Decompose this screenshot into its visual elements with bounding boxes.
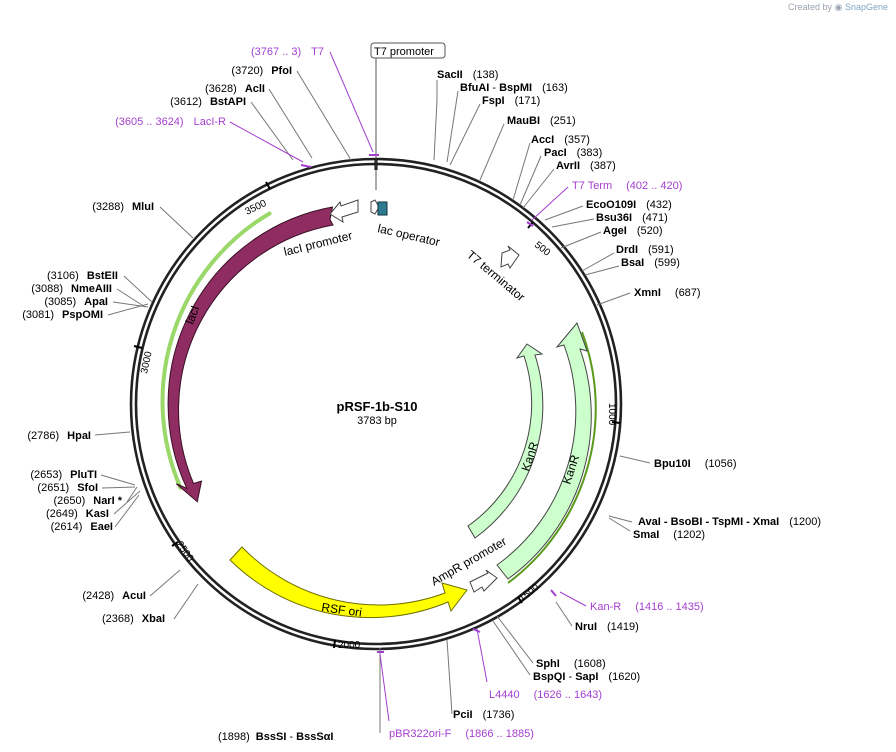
site-kasi[interactable]: (2649)KasI — [46, 508, 109, 520]
site-apai[interactable]: (3085)ApaI — [44, 296, 108, 308]
t7-terminator-arrow — [500, 245, 520, 269]
kanr-inner-label: KanR — [519, 440, 542, 473]
tick-label-3000: 3000 — [139, 350, 154, 374]
tick-label-2000: 2000 — [338, 640, 361, 651]
kanr-inner-arrow — [467, 343, 544, 539]
site-hpai[interactable]: (2786)HpaI — [27, 430, 91, 442]
site-xbai[interactable]: (2368)XbaI — [102, 613, 165, 625]
site-labels: SacII(138) BfuAI - BspMI(163) FspI(171) … — [218, 69, 821, 743]
kanr-inner-feature[interactable]: KanR — [467, 343, 544, 539]
site-leaders — [94, 70, 651, 733]
site-avrii[interactable]: AvrII(387) — [556, 160, 616, 172]
site-pcii[interactable]: PciI(1736) — [453, 709, 514, 721]
site-acli[interactable]: (3628)AclI — [205, 83, 265, 95]
primer-laci-r[interactable]: (3605 .. 3624)LacI-R — [115, 116, 226, 128]
site-pfoi[interactable]: (3720)PfoI — [231, 65, 292, 77]
lac-operator-feature[interactable]: lac operator — [370, 199, 441, 249]
laci-orf-track — [160, 211, 272, 490]
site-bsai[interactable]: BsaI(599) — [621, 257, 680, 269]
site-ecoo109i[interactable]: EcoO109I(432) — [586, 199, 672, 211]
site-bsteii[interactable]: (3106)BstEII — [47, 270, 118, 282]
primer-t7-term[interactable]: T7 Term(402 .. 420) — [572, 180, 682, 192]
ampr-promoter-arrow — [469, 569, 498, 593]
site-fspi[interactable]: FspI(171) — [482, 95, 540, 107]
site-bsssi[interactable]: (1898)BssSI - BssSαI — [218, 731, 334, 743]
kanr-outer-arrow — [496, 322, 592, 580]
primer-labels: (3767 .. 3)T7 (3605 .. 3624)LacI-R T7 Te… — [115, 46, 704, 740]
ampr-promoter-feature[interactable]: AmpR promoter — [429, 534, 509, 593]
rsf-ori-label: RSF ori — [321, 600, 363, 620]
site-nrui[interactable]: NruI(1419) — [575, 621, 639, 633]
site-pluti[interactable]: (2653)PluTI — [30, 469, 97, 481]
site-bfuai[interactable]: BfuAI - BspMI(163) — [460, 82, 568, 94]
tick-label-2500: 2500 — [174, 539, 196, 564]
site-psppomi[interactable]: (3081)PspOMI — [22, 309, 103, 321]
laci-promoter-arrow — [329, 199, 359, 224]
ampr-promoter-label: AmpR promoter — [429, 534, 509, 588]
primer-leaders — [229, 51, 587, 722]
site-nari[interactable]: (2650)NarI * — [53, 495, 122, 507]
site-bstapi[interactable]: (3612)BstAPI — [170, 96, 246, 108]
site-drdi[interactable]: DrdI(591) — [616, 244, 674, 256]
kanr-orf-track — [507, 331, 597, 584]
kanr-outer-feature[interactable]: KanR — [496, 322, 597, 584]
site-nmeaiii[interactable]: (3088)NmeAIII — [31, 283, 112, 295]
site-paci[interactable]: PacI(383) — [544, 147, 602, 159]
plasmid-length: 3783 bp — [357, 415, 397, 427]
site-bspqi[interactable]: BspQI - SapI(1620) — [533, 671, 640, 683]
site-bsu36i[interactable]: Bsu36I(471) — [596, 212, 668, 224]
site-acui[interactable]: (2428)AcuI — [82, 590, 146, 602]
site-sphi[interactable]: SphI(1608) — [536, 658, 606, 670]
lac-operator-label: lac operator — [376, 221, 441, 249]
site-agei[interactable]: AgeI(520) — [603, 225, 663, 237]
site-sfoi[interactable]: (2651)SfoI — [37, 482, 98, 494]
snapgene-logo-icon: ◉ — [834, 2, 843, 12]
site-eaei[interactable]: (2614)EaeI — [51, 521, 113, 533]
t7-terminator-feature[interactable]: T7 terminator — [464, 245, 528, 304]
tick-mark-2500 — [171, 541, 179, 547]
laci-label: lacI — [183, 304, 203, 326]
rsf-ori-feature[interactable]: RSF ori — [229, 546, 468, 620]
primer-l4440[interactable]: L4440(1626 .. 1643) — [489, 689, 602, 701]
credit-prefix: Created by — [788, 2, 833, 12]
plasmid-name: pRSF-1b-S10 — [337, 399, 418, 414]
site-maubi[interactable]: MauBI(251) — [507, 115, 576, 127]
t7-promoter-label: T7 promoter — [374, 46, 434, 58]
laci-feature[interactable]: lacI — [160, 206, 334, 503]
primer-kan-r[interactable]: Kan-R(1416 .. 1435) — [590, 601, 704, 613]
lac-operator-box — [377, 201, 388, 216]
laci-arrow — [167, 206, 334, 503]
tick-label-1500: 1500 — [517, 582, 542, 605]
t7-promoter-arrow — [370, 199, 380, 215]
t7-promoter-callout[interactable]: T7 promoter — [370, 42, 446, 190]
tick-label-500: 500 — [532, 240, 552, 259]
site-smai[interactable]: SmaI(1202) — [633, 529, 705, 541]
tick-mark-1500 — [517, 596, 523, 604]
tick-mark-2000 — [333, 639, 336, 649]
site-acci[interactable]: AccI(357) — [531, 134, 590, 146]
snapgene-credit: Created by ◉ SnapGene — [788, 2, 888, 13]
tick-mark-1000 — [611, 421, 621, 424]
primer-t7[interactable]: (3767 .. 3)T7 — [251, 46, 324, 58]
site-xmni[interactable]: XmnI(687) — [634, 287, 701, 299]
tick-mark-3000 — [133, 345, 143, 349]
site-bpu10i[interactable]: Bpu10I(1056) — [654, 458, 736, 470]
rsf-ori-arrow — [229, 546, 468, 619]
primer-ticks — [300, 154, 557, 653]
site-mlui[interactable]: (3288)MluI — [92, 201, 154, 213]
site-labels-left: (2368)XbaI (2428)AcuI (2614)EaeI (2649)K… — [22, 65, 292, 625]
site-sacii[interactable]: SacII(138) — [437, 69, 498, 81]
site-avai[interactable]: AvaI - BsoBI - TspMI - XmaI(1200) — [638, 516, 821, 528]
tick-mark-3500 — [265, 181, 271, 190]
primer-pbr322ori-f[interactable]: pBR322ori-F(1866 .. 1885) — [389, 728, 534, 740]
tick-label-1000: 1000 — [606, 403, 617, 426]
credit-brand: SnapGene — [844, 2, 888, 12]
